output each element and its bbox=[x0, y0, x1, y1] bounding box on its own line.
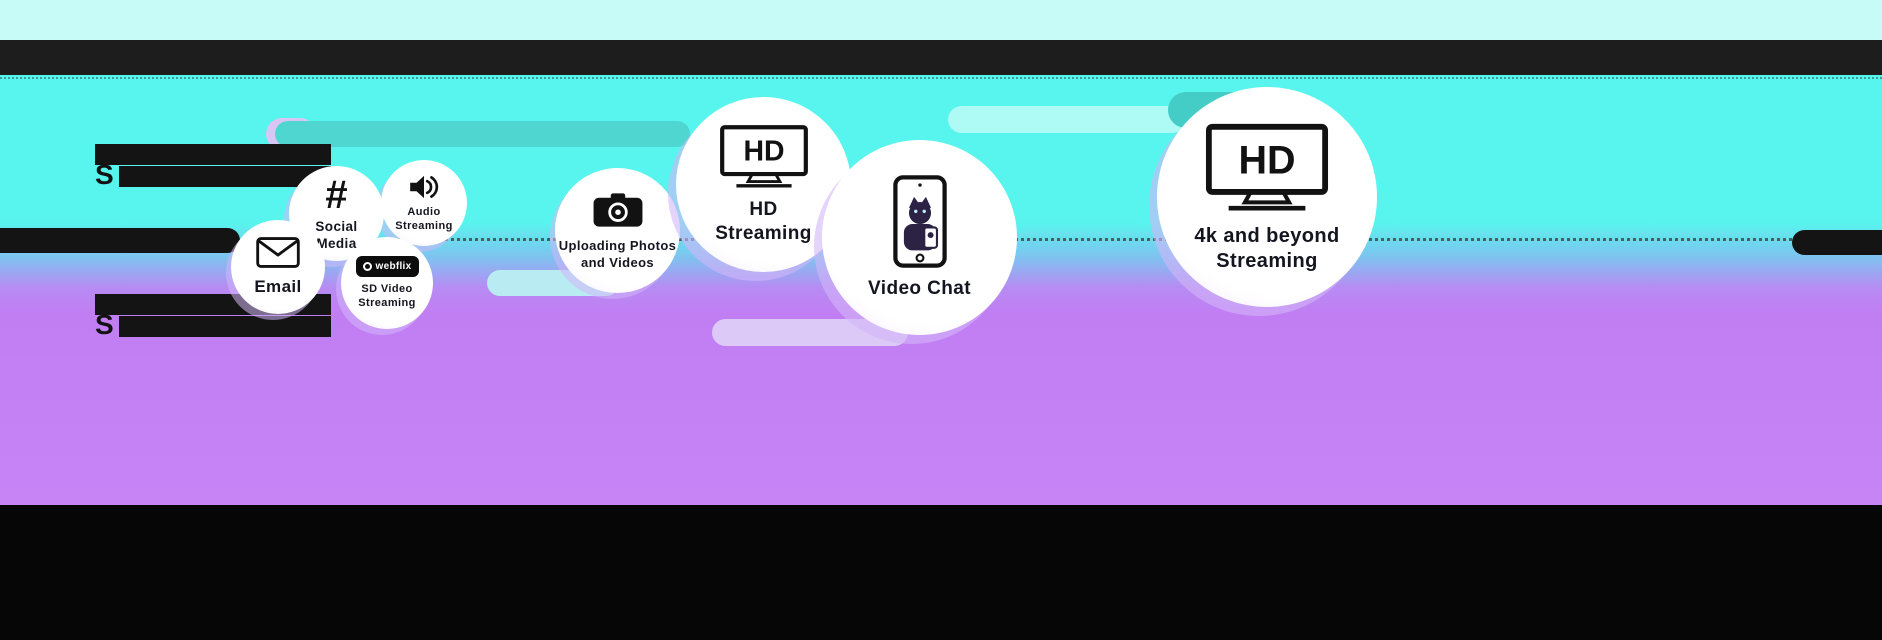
redacted-speed-label-left bbox=[0, 228, 240, 253]
speaker-icon bbox=[407, 172, 441, 202]
phone-cat-icon bbox=[892, 174, 948, 269]
tv-hd-icon: HD bbox=[718, 123, 810, 190]
redacted-header-bar bbox=[0, 40, 1882, 75]
redacted-text-bar bbox=[119, 166, 331, 187]
bubble-label: HD Streaming bbox=[715, 199, 812, 244]
webflix-dot-icon bbox=[362, 261, 372, 271]
bubble-label: SD Video Streaming bbox=[358, 282, 416, 309]
redacted-text-bar bbox=[119, 316, 331, 337]
redacted-speed-label-right bbox=[1792, 230, 1882, 255]
top-strip bbox=[0, 0, 1882, 40]
bubble-label: Audio Streaming bbox=[395, 206, 453, 232]
bubble-email: Email bbox=[231, 220, 325, 314]
decor-pill-light-cyan bbox=[948, 106, 1186, 133]
webflix-logo-text: webflix bbox=[375, 260, 412, 272]
tv-hd-icon: HD bbox=[1203, 121, 1331, 214]
bubble-4k-streaming: HD 4k and beyond Streaming bbox=[1157, 87, 1377, 307]
bubble-uploading-photos: Uploading Photos and Videos bbox=[555, 168, 680, 293]
redacted-text-bar bbox=[95, 144, 331, 165]
bubble-audio-streaming: Audio Streaming bbox=[381, 160, 467, 246]
bubble-sd-video-streaming: webflix SD Video Streaming bbox=[341, 237, 433, 329]
redacted-footer-bar bbox=[0, 505, 1882, 640]
tv-screen-text: HD bbox=[1238, 138, 1295, 182]
webflix-logo: webflix bbox=[355, 255, 419, 277]
bubble-hd-streaming: HD HD Streaming bbox=[676, 97, 851, 272]
headline-visible-letter: S bbox=[95, 159, 115, 190]
bubble-label: Email bbox=[254, 277, 302, 297]
envelope-icon bbox=[255, 236, 301, 269]
bubble-label: Social Media bbox=[315, 218, 358, 251]
decor-pill-teal bbox=[275, 121, 690, 147]
bubble-label: Video Chat bbox=[868, 278, 971, 300]
tv-screen-text: HD bbox=[743, 136, 784, 168]
hashtag-icon: # bbox=[325, 172, 348, 217]
bubble-label: Uploading Photos and Videos bbox=[558, 238, 677, 270]
camera-icon bbox=[591, 190, 645, 230]
bubble-video-chat: Video Chat bbox=[822, 140, 1017, 335]
dotted-divider-top bbox=[0, 77, 1882, 79]
bubble-label: 4k and beyond Streaming bbox=[1194, 224, 1340, 272]
headline-visible-letter: S bbox=[95, 309, 115, 340]
